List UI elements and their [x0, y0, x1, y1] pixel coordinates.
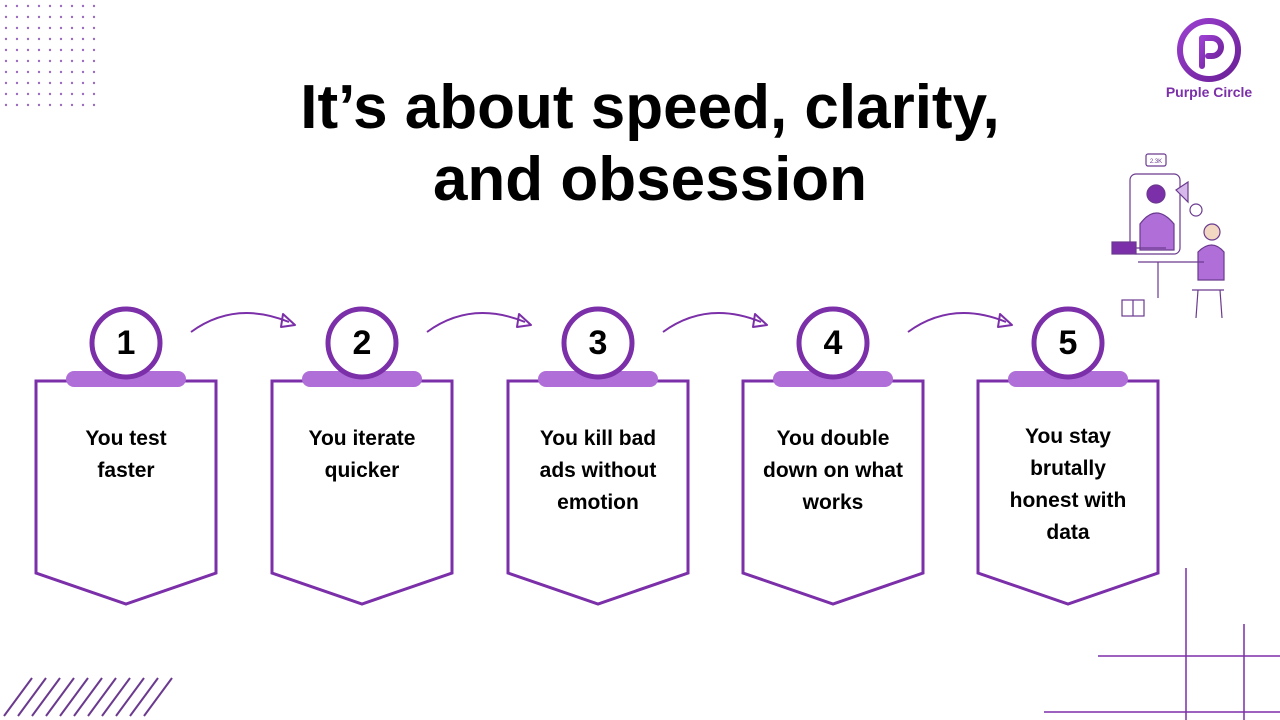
curved-arrow-icon: [426, 312, 532, 333]
dot-grid-decoration: [4, 4, 96, 107]
step-card-4: 4 You double down on what works: [740, 305, 926, 607]
step-text: You test faster: [85, 427, 167, 482]
people-marketing-illustration: 2.3K: [1111, 153, 1225, 319]
step-card-5: 5 You stay brutally honest with data: [975, 305, 1161, 607]
illustration-badge: 2.3K: [1150, 159, 1162, 165]
brand-logo: Purple Circle: [1150, 18, 1268, 110]
title-line-2: and obsession: [432, 145, 868, 214]
curved-arrow-icon: [907, 312, 1013, 333]
step-number: 2: [352, 323, 372, 362]
diagonal-stripes-decoration: [3, 677, 173, 717]
step-card-2: 2 You iterate quicker: [269, 305, 455, 607]
step-number: 3: [588, 323, 608, 362]
step-number: 1: [116, 323, 136, 362]
step-card-1: 1 You test faster: [33, 305, 219, 607]
step-card-3: 3 You kill bad ads without emotion: [505, 305, 691, 607]
step-text: You iterate quicker: [308, 427, 416, 482]
logo-text: Purple Circle: [1165, 84, 1253, 100]
purple-circle-logo-icon: [1177, 18, 1241, 82]
step-text: You stay brutally honest with data: [1009, 425, 1127, 544]
page-title: It’s about speed, clarity, and obsession: [180, 72, 1120, 216]
curved-arrow-icon: [662, 312, 768, 333]
step-text: You double down on what works: [763, 427, 903, 514]
title-line-1: It’s about speed, clarity,: [300, 73, 1000, 142]
grid-lines-decoration: [1044, 568, 1280, 720]
step-text: You kill bad ads without emotion: [539, 427, 657, 514]
step-number: 5: [1058, 323, 1078, 362]
curved-arrow-icon: [190, 312, 296, 333]
step-number: 4: [823, 323, 843, 362]
